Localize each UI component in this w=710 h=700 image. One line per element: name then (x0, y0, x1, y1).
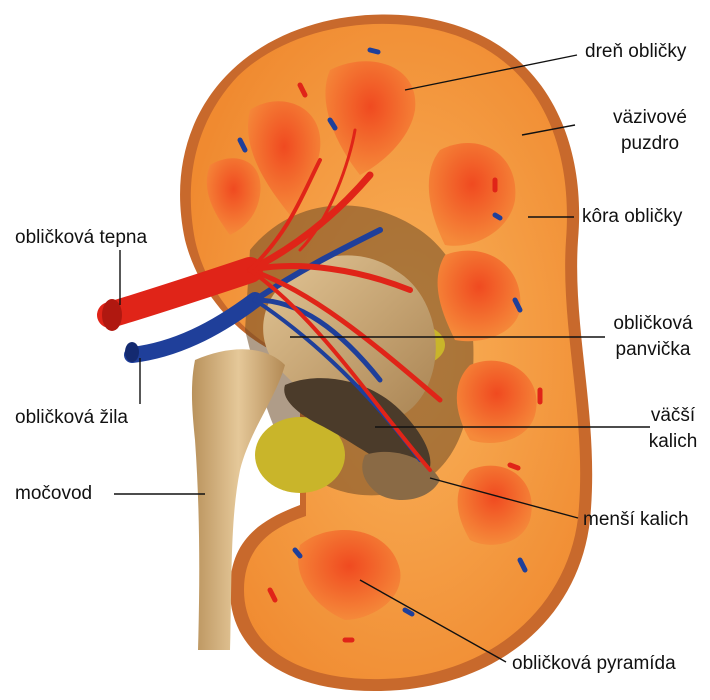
label-puzdro: puzdro (600, 132, 700, 155)
label-oblickova-tepna: obličková tepna (15, 226, 147, 249)
label-kora-oblicky: kôra obličky (582, 205, 682, 228)
label-mensi-kalich: menší kalich (583, 508, 689, 531)
label-oblickova-zila: obličková žila (15, 406, 128, 429)
label-oblickova-pyramida: obličková pyramída (512, 652, 676, 675)
vein-stump (125, 342, 139, 362)
label-vacsi: väčší (640, 404, 706, 427)
label-oblickova-panvicka-1: obličková (600, 312, 706, 335)
label-dren-oblicky: dreň obličky (585, 40, 686, 63)
label-vazivove: väzivové (600, 106, 700, 129)
artery-stump (102, 299, 122, 331)
label-kalich: kalich (640, 430, 706, 453)
label-oblickova-panvicka-2: panvička (600, 338, 706, 361)
label-mocovod: močovod (15, 482, 92, 505)
